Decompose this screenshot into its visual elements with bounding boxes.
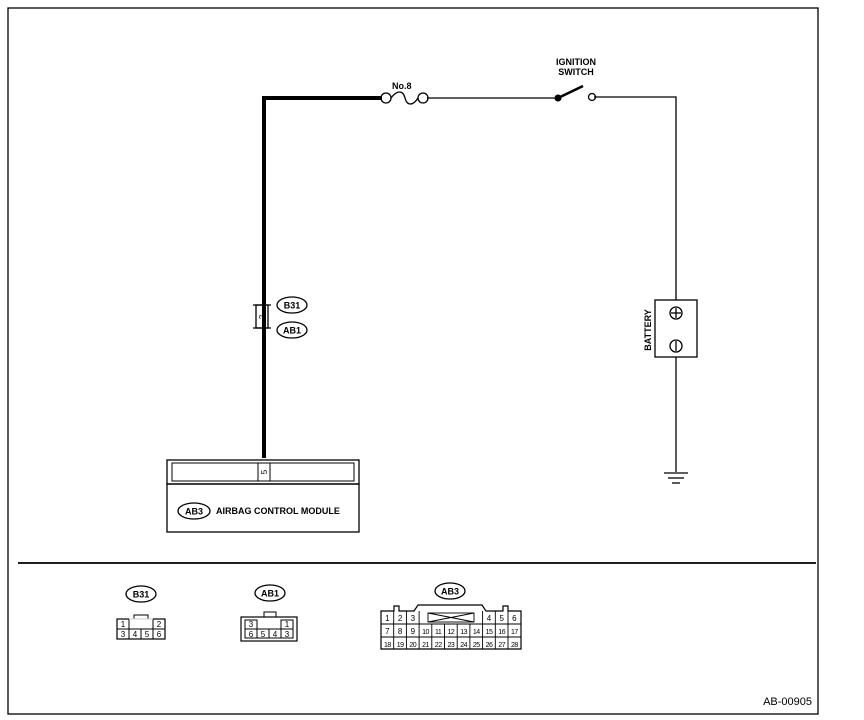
- module-name: AIRBAG CONTROL MODULE: [216, 506, 340, 516]
- svg-text:3: 3: [121, 630, 126, 639]
- svg-text:16: 16: [498, 629, 505, 636]
- svg-text:8: 8: [398, 627, 403, 636]
- svg-text:28: 28: [511, 642, 518, 649]
- svg-text:5: 5: [261, 630, 266, 639]
- diagram-code: AB-00905: [763, 696, 812, 708]
- svg-text:27: 27: [498, 642, 505, 649]
- svg-text:6: 6: [512, 614, 517, 623]
- ignition-switch: IGNITION SWITCH: [554, 57, 597, 102]
- svg-text:9: 9: [411, 627, 416, 636]
- svg-text:3: 3: [249, 620, 254, 629]
- svg-text:11: 11: [435, 629, 442, 636]
- battery: BATTERY: [643, 299, 698, 358]
- junction-connector: 2 B31 AB1: [253, 296, 308, 339]
- svg-text:18: 18: [384, 642, 391, 649]
- svg-text:AB3: AB3: [185, 507, 203, 517]
- fuse-no8: No.8: [380, 81, 429, 105]
- svg-text:1: 1: [385, 614, 390, 623]
- battery-label: BATTERY: [643, 309, 653, 351]
- svg-text:15: 15: [486, 629, 493, 636]
- svg-text:22: 22: [435, 642, 442, 649]
- svg-text:3: 3: [285, 630, 290, 639]
- ab1-tag: [276, 321, 308, 339]
- svg-text:17: 17: [511, 629, 518, 636]
- wiring: [262, 96, 677, 472]
- svg-text:B31: B31: [284, 301, 301, 311]
- svg-text:19: 19: [397, 642, 404, 649]
- outer-frame: [7, 7, 819, 715]
- ignition-switch-label-line2: SWITCH: [558, 67, 594, 77]
- ground-symbol: [664, 472, 688, 484]
- svg-text:6: 6: [157, 630, 162, 639]
- module-pin: 5: [260, 469, 269, 474]
- svg-text:5: 5: [499, 614, 504, 623]
- connector-b31-view: B31 1 2 3 4 5 6: [116, 585, 166, 640]
- b31-tag: [276, 296, 308, 314]
- svg-text:24: 24: [460, 642, 467, 649]
- airbag-control-module: 5 AB3 AIRBAG CONTROL MODULE: [166, 459, 360, 533]
- svg-text:26: 26: [486, 642, 493, 649]
- svg-text:2: 2: [157, 620, 162, 629]
- connector-ab3-view: AB3 1 2 3 4 5 6 7 8: [380, 582, 522, 650]
- svg-text:1: 1: [285, 620, 290, 629]
- ignition-switch-label-line1: IGNITION: [556, 57, 596, 67]
- connector-ab1-view: AB1 3 1 6 5 4 3: [240, 584, 298, 642]
- fuse-label: No.8: [392, 81, 412, 91]
- svg-text:3: 3: [411, 614, 416, 623]
- svg-text:B31: B31: [133, 590, 150, 600]
- svg-text:25: 25: [473, 642, 480, 649]
- svg-text:13: 13: [460, 629, 467, 636]
- svg-text:4: 4: [133, 630, 138, 639]
- svg-text:20: 20: [409, 642, 416, 649]
- svg-text:14: 14: [473, 629, 480, 636]
- svg-text:2: 2: [398, 614, 403, 623]
- svg-text:21: 21: [422, 642, 429, 649]
- svg-text:4: 4: [273, 630, 278, 639]
- svg-text:7: 7: [385, 627, 390, 636]
- svg-text:AB1: AB1: [261, 589, 279, 599]
- harness-wire: [262, 96, 382, 458]
- svg-text:6: 6: [249, 630, 254, 639]
- svg-text:1: 1: [121, 620, 126, 629]
- svg-text:23: 23: [448, 642, 455, 649]
- switch-to-battery-wire: [594, 96, 677, 300]
- svg-text:5: 5: [145, 630, 150, 639]
- module-tag: [177, 502, 211, 520]
- junction-pin: 2: [258, 314, 267, 319]
- svg-text:10: 10: [422, 629, 429, 636]
- svg-text:12: 12: [448, 629, 455, 636]
- svg-text:AB1: AB1: [283, 326, 301, 336]
- svg-text:AB3: AB3: [441, 587, 459, 597]
- svg-text:4: 4: [487, 614, 492, 623]
